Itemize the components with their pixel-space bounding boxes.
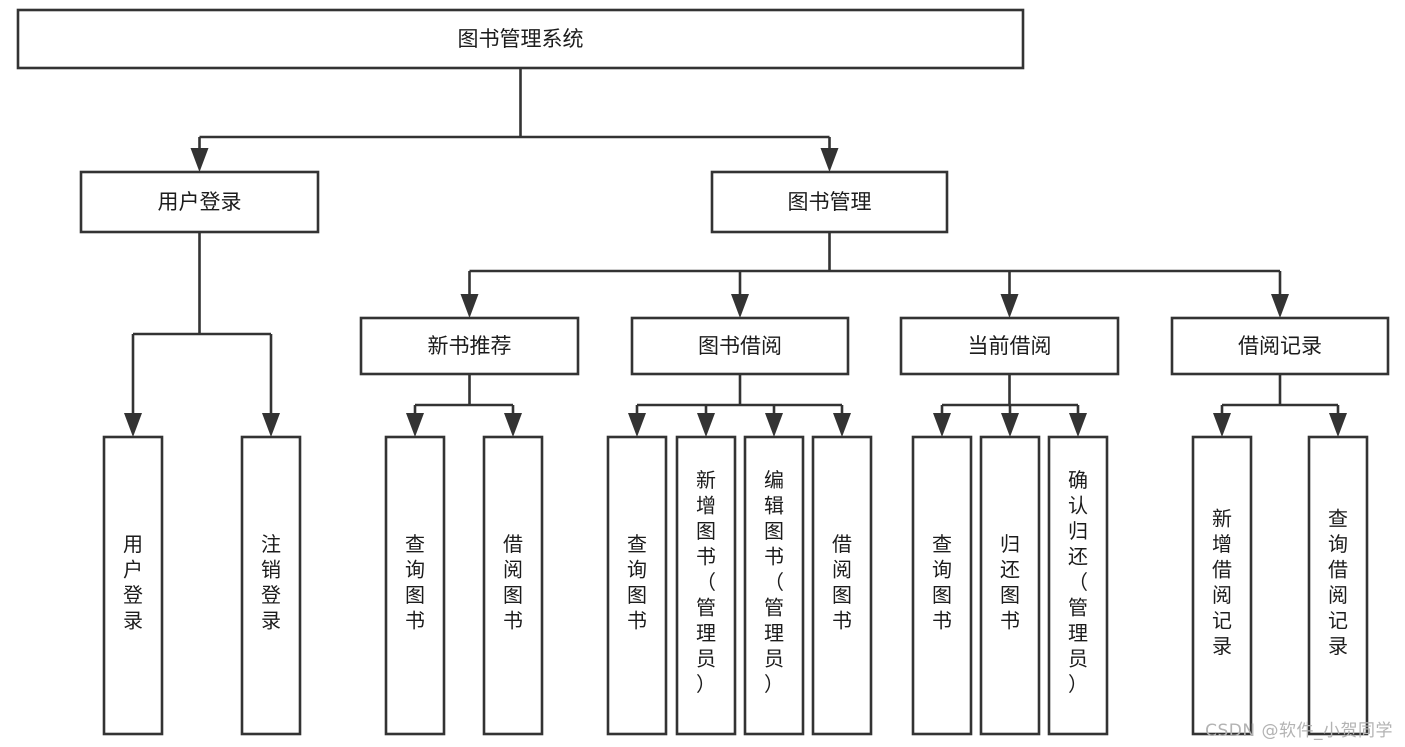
node-box-current[interactable]: [899, 316, 1120, 376]
node-box-record-1[interactable]: [1191, 435, 1253, 736]
arrowhead-login: [190, 148, 209, 172]
node-newbook-2[interactable]: 借阅图书: [482, 435, 544, 736]
node-label-borrow-4: 借阅图书: [832, 532, 852, 633]
node-record[interactable]: 借阅记录: [1170, 316, 1390, 376]
node-box-record[interactable]: [1170, 316, 1390, 376]
arrowhead-login-2: [262, 413, 280, 437]
node-label-borrow-3: 编辑图书（管理员）: [764, 468, 784, 696]
arrowhead-current-3: [1069, 413, 1087, 437]
node-box-borrow-2[interactable]: [675, 435, 737, 736]
node-label-newbook: 新书推荐: [428, 334, 512, 358]
node-layer: 图书管理系统用户登录图书管理新书推荐图书借阅当前借阅借阅记录用户登录注销登录查询…: [16, 8, 1390, 736]
arrowhead-record-1: [1213, 413, 1231, 437]
arrowhead-record: [1271, 294, 1289, 318]
node-box-current-1[interactable]: [911, 435, 973, 736]
node-label-login-1: 用户登录: [123, 532, 143, 633]
node-box-login[interactable]: [79, 170, 320, 234]
node-label-root: 图书管理系统: [458, 27, 584, 51]
node-box-borrow[interactable]: [630, 316, 850, 376]
node-label-current-2: 归还图书: [1000, 532, 1020, 633]
node-login-2[interactable]: 注销登录: [240, 435, 302, 736]
node-label-newbook-1: 查询图书: [405, 532, 425, 633]
arrowhead-newbook-2: [504, 413, 522, 437]
node-box-borrow-3[interactable]: [743, 435, 805, 736]
node-label-newbook-2: 借阅图书: [503, 532, 523, 633]
node-box-login-2[interactable]: [240, 435, 302, 736]
node-label-login: 用户登录: [158, 190, 242, 214]
node-label-bookmgmt: 图书管理: [788, 190, 872, 214]
node-label-record-1: 新增借阅记录: [1212, 506, 1232, 658]
node-box-borrow-1[interactable]: [606, 435, 668, 736]
node-box-root[interactable]: [16, 8, 1025, 70]
node-label-current-1: 查询图书: [932, 532, 952, 633]
node-borrow-2[interactable]: 新增图书（管理员）: [675, 435, 737, 736]
node-current-1[interactable]: 查询图书: [911, 435, 973, 736]
node-borrow[interactable]: 图书借阅: [630, 316, 850, 376]
node-label-borrow-1: 查询图书: [627, 532, 647, 633]
node-current[interactable]: 当前借阅: [899, 316, 1120, 376]
node-login[interactable]: 用户登录: [79, 170, 320, 234]
node-label-record: 借阅记录: [1238, 334, 1322, 358]
node-box-newbook-1[interactable]: [384, 435, 446, 736]
arrowhead-current-2: [1001, 413, 1019, 437]
node-box-newbook-2[interactable]: [482, 435, 544, 736]
node-record-2[interactable]: 查询借阅记录: [1307, 435, 1369, 736]
node-borrow-1[interactable]: 查询图书: [606, 435, 668, 736]
arrowhead-newbook: [460, 294, 479, 318]
node-label-login-2: 注销登录: [261, 532, 281, 633]
node-box-bookmgmt[interactable]: [710, 170, 949, 234]
node-bookmgmt[interactable]: 图书管理: [710, 170, 949, 234]
arrowhead-borrow: [731, 294, 749, 318]
node-borrow-3[interactable]: 编辑图书（管理员）: [743, 435, 805, 736]
arrowhead-current: [1000, 294, 1019, 318]
node-box-newbook[interactable]: [359, 316, 580, 376]
arrowhead-borrow-4: [833, 413, 851, 437]
node-box-record-2[interactable]: [1307, 435, 1369, 736]
node-current-3[interactable]: 确认归还（管理员）: [1047, 435, 1109, 736]
node-newbook[interactable]: 新书推荐: [359, 316, 580, 376]
arrowhead-borrow-1: [628, 413, 646, 437]
node-box-login-1[interactable]: [102, 435, 164, 736]
node-label-borrow-2: 新增图书（管理员）: [696, 468, 716, 696]
arrowhead-record-2: [1329, 413, 1347, 437]
arrowhead-bookmgmt: [820, 148, 839, 172]
node-label-borrow: 图书借阅: [698, 334, 782, 358]
node-box-borrow-4[interactable]: [811, 435, 873, 736]
node-record-1[interactable]: 新增借阅记录: [1191, 435, 1253, 736]
arrowhead-current-1: [933, 413, 951, 437]
arrowhead-borrow-3: [765, 413, 783, 437]
node-newbook-1[interactable]: 查询图书: [384, 435, 446, 736]
node-label-record-2: 查询借阅记录: [1328, 506, 1348, 658]
node-borrow-4[interactable]: 借阅图书: [811, 435, 873, 736]
node-login-1[interactable]: 用户登录: [102, 435, 164, 736]
node-current-2[interactable]: 归还图书: [979, 435, 1041, 736]
node-box-current-3[interactable]: [1047, 435, 1109, 736]
arrowhead-newbook-1: [406, 413, 424, 437]
node-box-current-2[interactable]: [979, 435, 1041, 736]
node-label-current: 当前借阅: [968, 334, 1052, 358]
node-label-current-3: 确认归还（管理员）: [1068, 468, 1088, 696]
arrowhead-borrow-2: [697, 413, 715, 437]
arrowhead-login-1: [124, 413, 142, 437]
node-root[interactable]: 图书管理系统: [16, 8, 1025, 70]
connector-layer: [124, 68, 1347, 437]
